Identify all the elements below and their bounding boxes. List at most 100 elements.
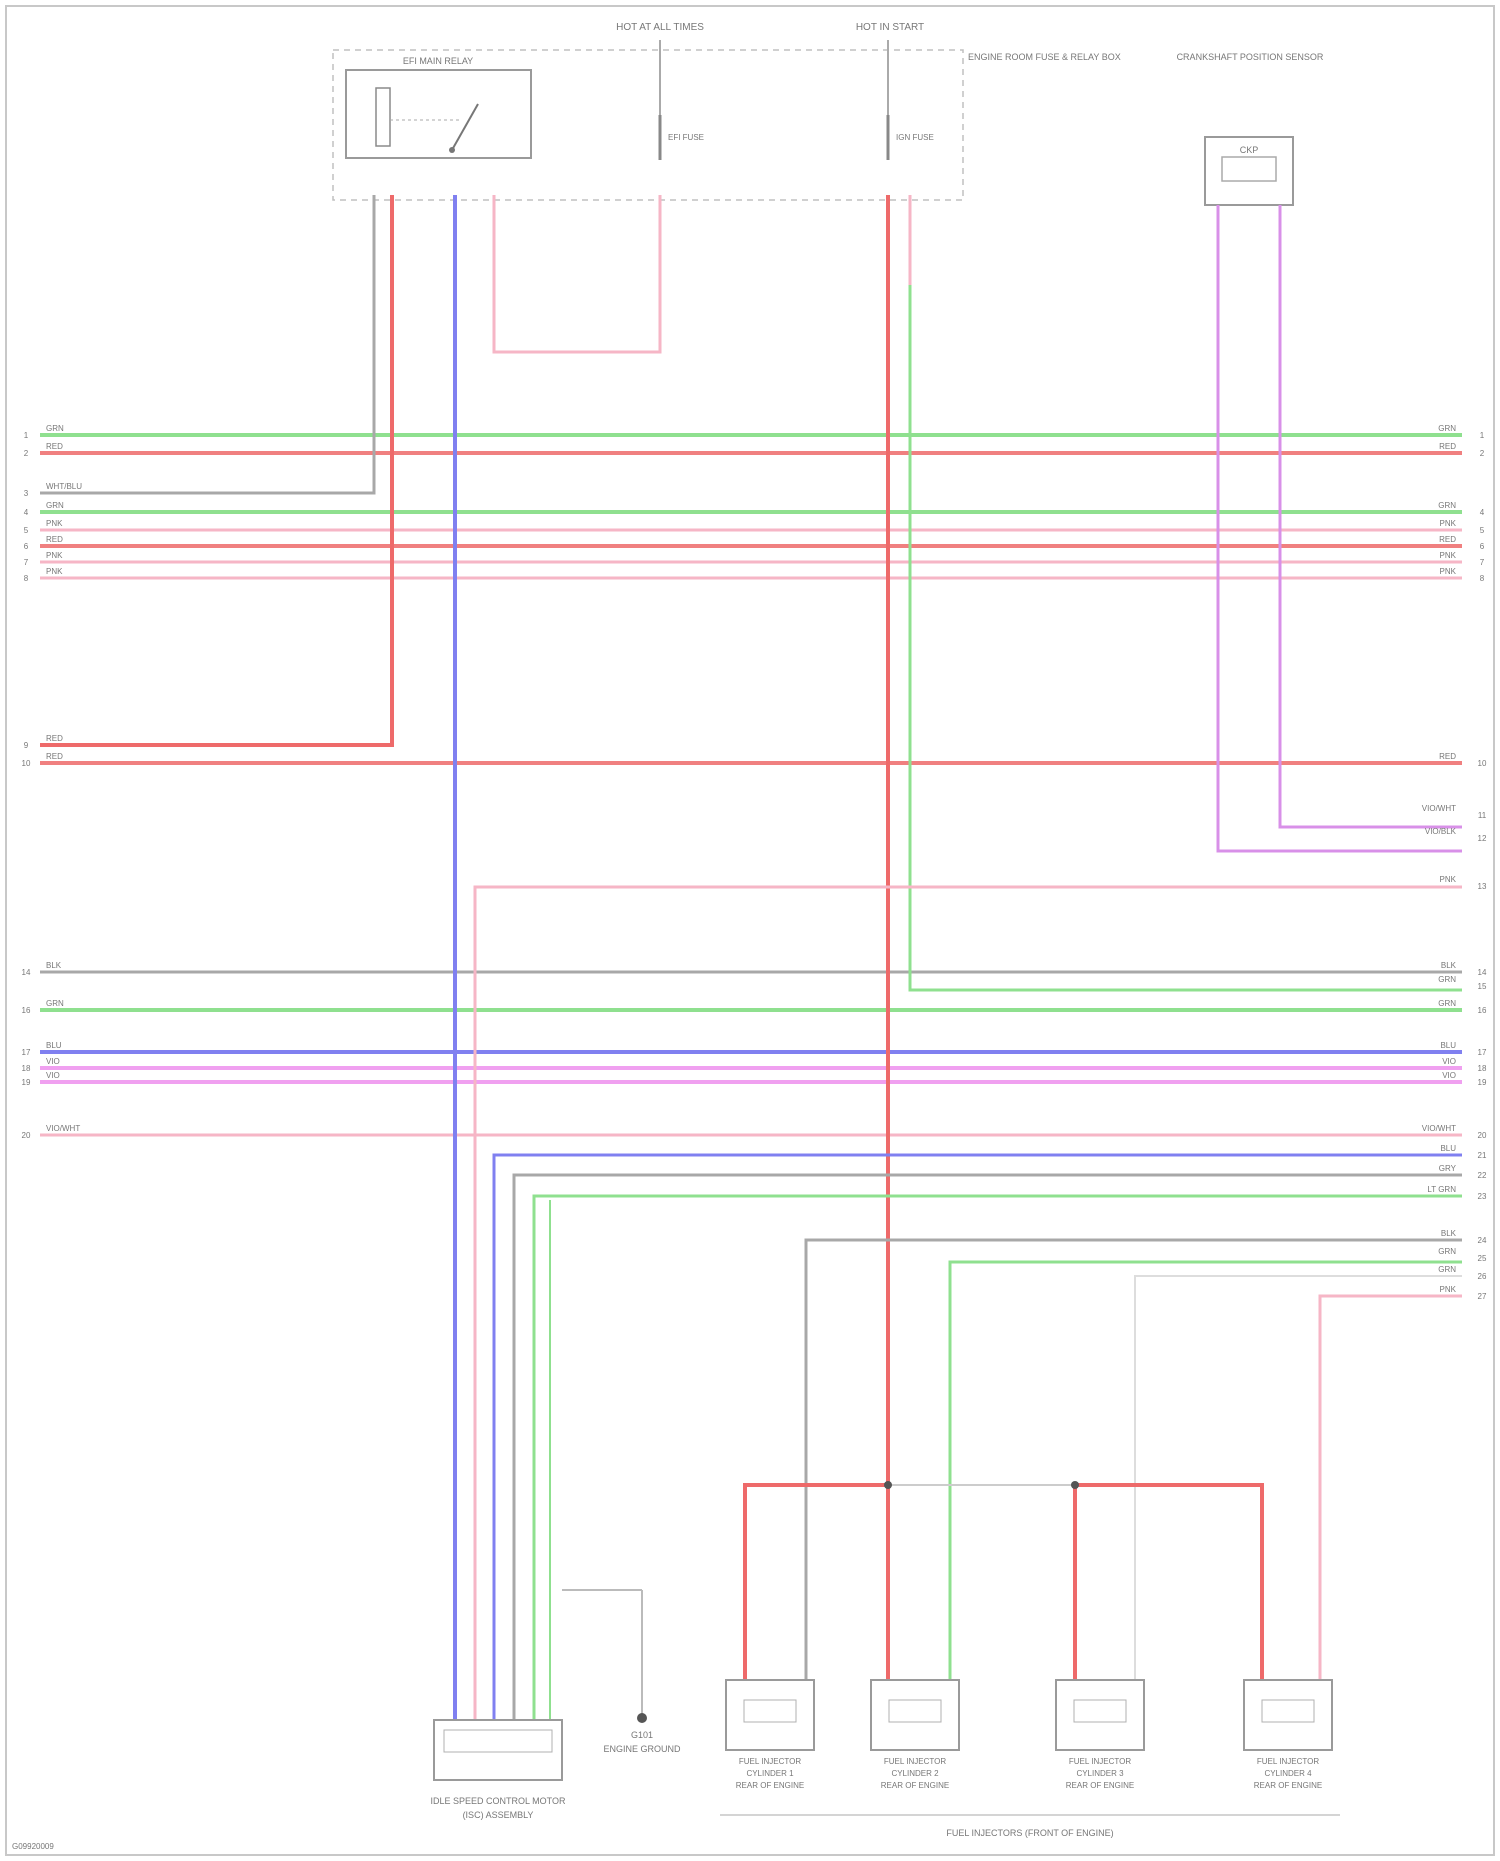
bus-label-right-15: GRN (1438, 975, 1456, 984)
bus-label-left-17: BLU (46, 1041, 62, 1050)
inj2-green-feed (950, 1262, 1462, 1680)
bus-label-right-14: BLK (1441, 961, 1457, 970)
inj-red-common-left (745, 1485, 888, 1680)
bus-pin-right-26: 26 (1478, 1272, 1487, 1281)
bus-label-left-7: PNK (46, 551, 63, 560)
bus-label-left-2: RED (46, 442, 63, 451)
inj-splice-2 (1071, 1481, 1079, 1489)
injector-1-title: FUEL INJECTOR (739, 1757, 801, 1766)
inj3-gray-feed (1135, 1276, 1462, 1680)
injector-1-loc: REAR OF ENGINE (736, 1781, 804, 1790)
bus-label-left-9: RED (46, 734, 63, 743)
isc-motor-label: IDLE SPEED CONTROL MOTOR (430, 1796, 566, 1806)
injector-1-pins (744, 1700, 796, 1722)
bus-label-right-10: RED (1439, 752, 1456, 761)
bus-pin-left-9: 9 (24, 741, 29, 750)
bus-pin-right-10: 10 (1478, 759, 1487, 768)
power-label-left: HOT AT ALL TIMES (616, 22, 704, 33)
bus-pin-left-20: 20 (22, 1131, 31, 1140)
bus-pin-right-22: 22 (1478, 1171, 1487, 1180)
bus-pin-right-12: 12 (1478, 834, 1487, 843)
bus-pin-left-18: 18 (22, 1064, 31, 1073)
bus-pin-left-3: 3 (24, 489, 29, 498)
bus-pin-right-20: 20 (1478, 1131, 1487, 1140)
bus-label-right-24: BLK (1441, 1229, 1457, 1238)
bus-label-right-7: PNK (1440, 551, 1457, 560)
bus-pin-left-14: 14 (22, 968, 31, 977)
bus-label-right-21: BLU (1440, 1144, 1456, 1153)
bus-pin-right-17: 17 (1478, 1048, 1487, 1057)
bus-pin-right-8: 8 (1480, 574, 1485, 583)
injector-1-box (726, 1680, 814, 1750)
bus-label-right-17: BLU (1440, 1041, 1456, 1050)
inj-splice-1 (884, 1481, 892, 1489)
bus-pin-right-19: 19 (1478, 1078, 1487, 1087)
bus-pin-left-2: 2 (24, 449, 29, 458)
relay-pink-loop (494, 195, 660, 352)
bus-label-right-27: PNK (1440, 1285, 1457, 1294)
bus-pin-left-16: 16 (22, 1006, 31, 1015)
ign-green-branch (910, 285, 1462, 990)
ckp-violet-2 (1280, 205, 1462, 827)
bus-pin-right-6: 6 (1480, 542, 1485, 551)
bus-label-right-8: PNK (1440, 567, 1457, 576)
bus-label-right-19: VIO (1442, 1071, 1456, 1080)
bus-pin-right-14: 14 (1478, 968, 1487, 977)
bus-pin-left-17: 17 (22, 1048, 31, 1057)
relay-box-label: ENGINE ROOM FUSE & RELAY BOX (968, 52, 1121, 62)
wires-layer (40, 40, 1462, 1720)
bus-pin-right-13: 13 (1478, 882, 1487, 891)
ckp-violet-1 (1218, 205, 1462, 851)
bus-label-right-12: VIO/BLK (1425, 827, 1457, 836)
bus-label-left-20: VIO/WHT (46, 1124, 80, 1133)
injector-group-label: FUEL INJECTORS (FRONT OF ENGINE) (946, 1828, 1113, 1838)
bus-label-right-2: RED (1439, 442, 1456, 451)
injector-4-loc: REAR OF ENGINE (1254, 1781, 1322, 1790)
injector-4-pins (1262, 1700, 1314, 1722)
isc-motor-sublabel: (ISC) ASSEMBLY (463, 1810, 534, 1820)
bus-pin-left-1: 1 (24, 431, 29, 440)
main-relay-box (346, 70, 531, 158)
bus-label-left-19: VIO (46, 1071, 60, 1080)
sensor-block-label: CRANKSHAFT POSITION SENSOR (1177, 52, 1324, 62)
bus-label-left-8: PNK (46, 567, 63, 576)
bus-label-left-16: GRN (46, 999, 64, 1008)
bus-pin-right-4: 4 (1480, 508, 1485, 517)
bus-label-right-5: PNK (1440, 519, 1457, 528)
bus-pin-right-27: 27 (1478, 1292, 1487, 1301)
bus-label-right-20: VIO/WHT (1422, 1124, 1456, 1133)
ground-point (637, 1713, 647, 1723)
ground-label: G101 (631, 1730, 653, 1740)
bus-pin-right-1: 1 (1480, 431, 1485, 440)
bus-label-left-10: RED (46, 752, 63, 761)
bus-pin-right-24: 24 (1478, 1236, 1487, 1245)
main-relay-title: EFI MAIN RELAY (403, 56, 473, 66)
bus-pin-right-15: 15 (1478, 982, 1487, 991)
ckp-sensor-inner (1222, 157, 1276, 181)
diagram-border (6, 6, 1494, 1855)
isc-motor-pins (444, 1730, 552, 1752)
bus-label-left-5: PNK (46, 519, 63, 528)
bus-pin-right-23: 23 (1478, 1192, 1487, 1201)
bus-pin-right-25: 25 (1478, 1254, 1487, 1263)
bus-labels-layer: 1GRN1GRN2RED2RED3WHT/BLU4GRN4GRN5PNK5PNK… (22, 424, 1487, 1301)
injector-2-loc: REAR OF ENGINE (881, 1781, 949, 1790)
injector-4-box (1244, 1680, 1332, 1750)
bus-label-right-6: RED (1439, 535, 1456, 544)
injector-2-sub: CYLINDER 2 (891, 1769, 939, 1778)
bus-label-right-13: PNK (1440, 875, 1457, 884)
relay-coil (376, 88, 390, 146)
relay-switch-arm (452, 104, 478, 150)
injector-2-box (871, 1680, 959, 1750)
injector-2-pins (889, 1700, 941, 1722)
bus-label-right-16: GRN (1438, 999, 1456, 1008)
bus-pin-right-11: 11 (1478, 811, 1487, 820)
bus-pin-right-16: 16 (1478, 1006, 1487, 1015)
footer-code: G09920009 (12, 1842, 54, 1851)
inj4-pink-feed (1320, 1296, 1462, 1680)
injector-3-sub: CYLINDER 3 (1076, 1769, 1124, 1778)
bus-label-right-18: VIO (1442, 1057, 1456, 1066)
bus-pin-left-19: 19 (22, 1078, 31, 1087)
bus-pin-left-10: 10 (22, 759, 31, 768)
